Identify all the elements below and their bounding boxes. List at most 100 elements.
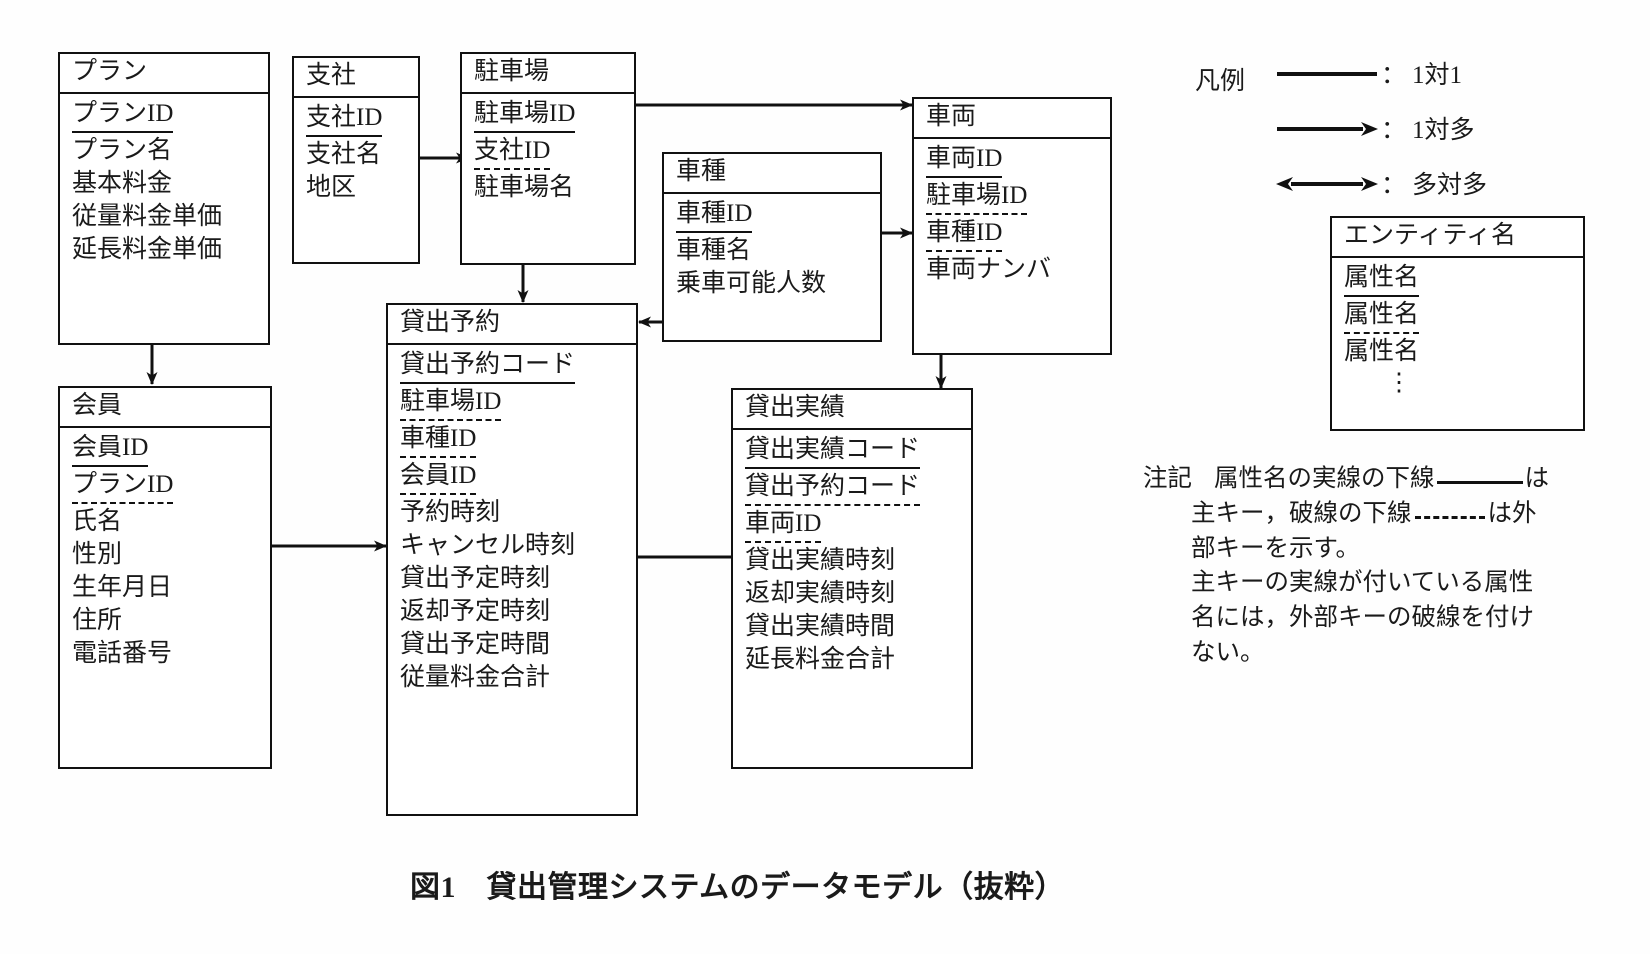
attribute-vehicle-parking-id: 駐車場ID (926, 180, 1028, 215)
legend-label-one-to-one: 1対1 (1412, 62, 1463, 89)
double-arrow-line-icon (1273, 170, 1381, 196)
entity-rental-name: 貸出実績 (733, 390, 971, 430)
entity-member-attributes: 会員ID プランID 氏名 性別 生年月日 住所 電話番号 (60, 428, 270, 679)
attribute-reservation-cartype-id: 車種ID (400, 423, 477, 458)
entity-parking-name: 駐車場 (462, 54, 634, 94)
single-arrow-line-icon (1273, 115, 1381, 141)
dashed-underline-sample-icon (1414, 515, 1485, 519)
attribute-parking-branch-id: 支社ID (474, 135, 551, 170)
attribute-plan-id: プランID (72, 98, 174, 133)
note-line-3: 部キーを示す。 (1191, 534, 1361, 562)
entity-member[interactable]: 会員 会員ID プランID 氏名 性別 生年月日 住所 電話番号 (58, 386, 272, 769)
entity-member-name: 会員 (60, 388, 270, 428)
attribute-seating-capacity: 乗車可能人数 (676, 269, 827, 297)
attribute-member-plan-id: プランID (72, 469, 174, 504)
attribute-planned-rental-time: 貸出予定時刻 (400, 564, 551, 592)
attribute-member-gender: 性別 (72, 540, 123, 568)
entity-cartype-attributes: 車種ID 車種名 乗車可能人数 (664, 194, 880, 309)
attribute-branch-region: 地区 (306, 173, 357, 201)
entity-plan-attributes: プランID プラン名 基本料金 従量料金単価 延長料金単価 (60, 94, 268, 275)
attribute-rental-code: 貸出実績コード (745, 434, 921, 469)
attribute-vehicle-cartype-id: 車種ID (926, 217, 1003, 252)
attribute-actual-rental-time: 貸出実績時刻 (745, 546, 896, 574)
entity-reservation-attributes: 貸出予約コード 駐車場ID 車種ID 会員ID 予約時刻 キャンセル時刻 貸出予… (388, 345, 636, 703)
attribute-member-phone: 電話番号 (72, 639, 173, 667)
legend-label-many-to-many: 多対多 (1412, 172, 1488, 199)
entity-template-legend: エンティティ名 属性名 属性名 属性名 ⋮ (1330, 216, 1585, 431)
legend-item-one-to-one: ： 1対1 (1273, 55, 1462, 91)
entity-branch-name: 支社 (294, 58, 418, 98)
entity-vehicle-name: 車両 (914, 99, 1110, 139)
entity-reservation-name: 貸出予約 (388, 305, 636, 345)
note-line-1-text-a: 属性名の実線の下線 (1214, 465, 1435, 492)
attribute-actual-return-time: 返却実績時刻 (745, 579, 896, 607)
attribute-reservation-code: 貸出予約コード (400, 349, 576, 384)
entity-cartype-name: 車種 (664, 154, 880, 194)
attribute-parking-id: 駐車場ID (474, 98, 576, 133)
entity-vehicle[interactable]: 車両 車両ID 駐車場ID 車種ID 車両ナンバ (912, 97, 1112, 355)
attribute-cancel-time: キャンセル時刻 (400, 531, 576, 559)
attribute-vehicle-number: 車両ナンバ (926, 255, 1052, 283)
attribute-cartype-id: 車種ID (676, 198, 753, 233)
attribute-reservation-time: 予約時刻 (400, 498, 501, 526)
attribute-reservation-parking-id: 駐車場ID (400, 386, 502, 421)
attribute-member-id: 会員ID (72, 432, 149, 467)
attribute-template-primary-key: 属性名 (1344, 262, 1420, 297)
entity-rental-attributes: 貸出実績コード 貸出予約コード 車両ID 貸出実績時刻 返却実績時刻 貸出実績時… (733, 430, 971, 685)
attribute-plan-name: プラン名 (72, 136, 173, 164)
legend-separator-one-to-many: ： (1381, 117, 1407, 144)
entity-parking-attributes: 駐車場ID 支社ID 駐車場名 (462, 94, 634, 213)
legend-item-one-to-many: ： 1対多 (1273, 110, 1475, 146)
attribute-metered-fee-total: 従量料金合計 (400, 663, 551, 691)
note-line-1-text-b: は (1524, 465, 1550, 492)
attribute-member-birthday: 生年月日 (72, 573, 173, 601)
note-line-2-text-b: は外 (1487, 499, 1537, 527)
attribute-member-fullname: 氏名 (72, 507, 123, 535)
attribute-metered-unit-price: 従量料金単価 (72, 202, 223, 230)
attribute-vehicle-id: 車両ID (926, 143, 1003, 178)
note-line-4: 主キーの実線が付いている属性 (1191, 569, 1534, 597)
note-marker: 注記 (1143, 465, 1192, 492)
legend-separator-one-to-one: ： (1381, 62, 1407, 89)
entity-template-name: エンティティ名 (1332, 218, 1583, 258)
entity-plan[interactable]: プラン プランID プラン名 基本料金 従量料金単価 延長料金単価 (58, 52, 270, 345)
attribute-reservation-member-id: 会員ID (400, 460, 477, 495)
attribute-planned-duration: 貸出予定時間 (400, 630, 551, 658)
entity-template-attributes: 属性名 属性名 属性名 ⋮ (1332, 258, 1583, 405)
attribute-cartype-name: 車種名 (676, 236, 752, 264)
legend-item-many-to-many: ： 多対多 (1273, 165, 1487, 201)
attribute-template-ellipsis: ⋮ (1386, 368, 1412, 396)
attribute-member-address: 住所 (72, 606, 123, 634)
attribute-branch-id: 支社ID (306, 102, 383, 137)
attribute-actual-duration: 貸出実績時間 (745, 612, 896, 640)
attribute-rental-vehicle-id: 車両ID (745, 508, 822, 543)
entity-plan-name: プラン (60, 54, 268, 94)
entity-reservation[interactable]: 貸出予約 貸出予約コード 駐車場ID 車種ID 会員ID 予約時刻 キャンセル時… (386, 303, 638, 816)
attribute-extension-unit-price: 延長料金単価 (72, 235, 223, 263)
legend-label-one-to-many: 1対多 (1412, 117, 1475, 144)
legend-title: 凡例 (1195, 68, 1246, 95)
note-line-2: 主キー，破線の下線 は外 (1143, 497, 1549, 532)
attribute-parking-name: 駐車場名 (474, 173, 575, 201)
plain-line-icon (1273, 60, 1381, 86)
attribute-extension-fee-total: 延長料金合計 (745, 645, 896, 673)
note-line-2-text-a: 主キー，破線の下線 (1191, 499, 1412, 527)
legend-separator-many-to-many: ： (1381, 172, 1407, 199)
attribute-rental-reservation-code: 貸出予約コード (745, 471, 921, 506)
figure-caption: 図1 貸出管理システムのデータモデル（抜粋） (410, 871, 1066, 904)
note-line-1: 注記属性名の実線の下線 は (1143, 462, 1549, 497)
attribute-template-foreign-key: 属性名 (1344, 299, 1420, 334)
note-block: 注記属性名の実線の下線 は 主キー，破線の下線 は外 部キーを示す。 主キーの実線が… (1143, 462, 1549, 671)
note-line-5: 名には，外部キーの破線を付け (1191, 604, 1534, 632)
entity-branch[interactable]: 支社 支社ID 支社名 地区 (292, 56, 420, 264)
entity-rental[interactable]: 貸出実績 貸出実績コード 貸出予約コード 車両ID 貸出実績時刻 返却実績時刻 … (731, 388, 973, 769)
entity-parking[interactable]: 駐車場 駐車場ID 支社ID 駐車場名 (460, 52, 636, 265)
attribute-branch-name: 支社名 (306, 140, 382, 168)
entity-cartype[interactable]: 車種 車種ID 車種名 乗車可能人数 (662, 152, 882, 342)
solid-underline-sample-icon (1436, 481, 1523, 484)
attribute-template-plain: 属性名 (1344, 337, 1420, 365)
attribute-base-fee: 基本料金 (72, 169, 173, 197)
entity-branch-attributes: 支社ID 支社名 地区 (294, 98, 418, 213)
entity-vehicle-attributes: 車両ID 駐車場ID 車種ID 車両ナンバ (914, 139, 1110, 295)
